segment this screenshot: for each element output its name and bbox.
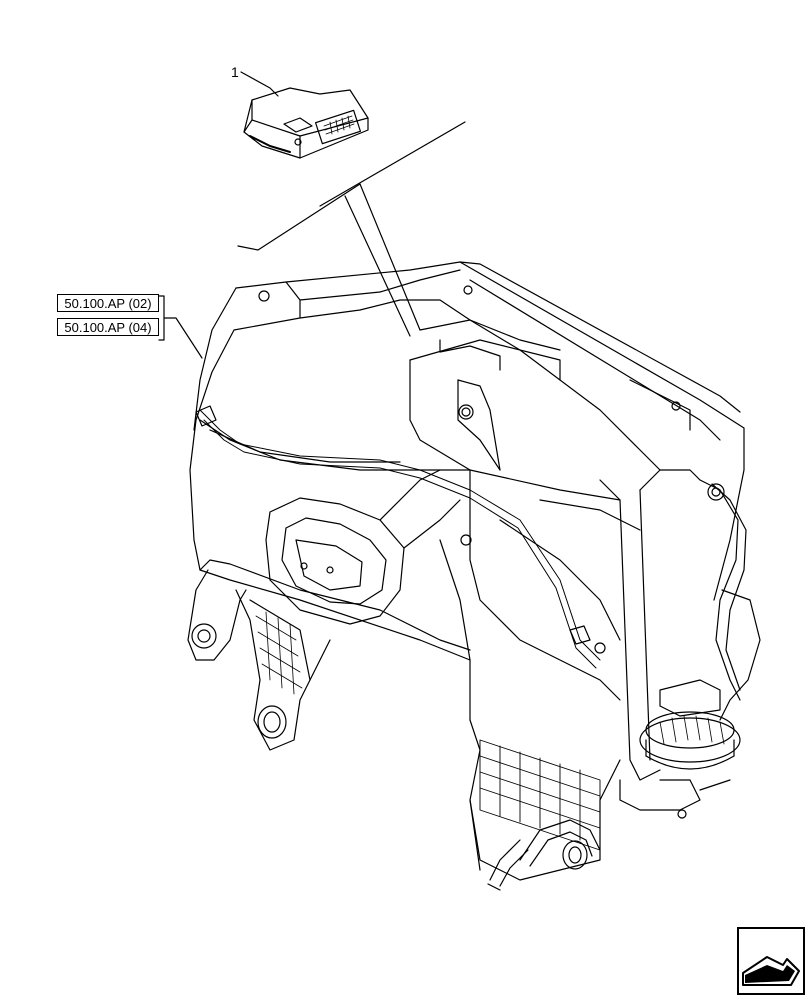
hvac-housing [189,261,745,881]
air-outlet [265,469,461,625]
heater-core-grid [479,739,601,851]
section-line-lower [237,183,361,251]
arrow-next-icon[interactable] [737,927,805,995]
blower-motor [639,679,741,770]
callout-label-1: 1 [231,64,239,80]
section-line-upper [319,121,466,207]
callout-leader-1 [240,71,279,97]
reference-link-02[interactable]: 50.100.AP (02) [57,294,159,312]
coolant-pipes [487,479,761,891]
reference-link-04[interactable]: 50.100.AP (04) [57,318,159,336]
left-mount-bracket [187,569,331,751]
reference-leader [163,317,203,359]
control-module [243,87,369,159]
reference-bracket [158,295,165,341]
fasteners [258,285,725,654]
